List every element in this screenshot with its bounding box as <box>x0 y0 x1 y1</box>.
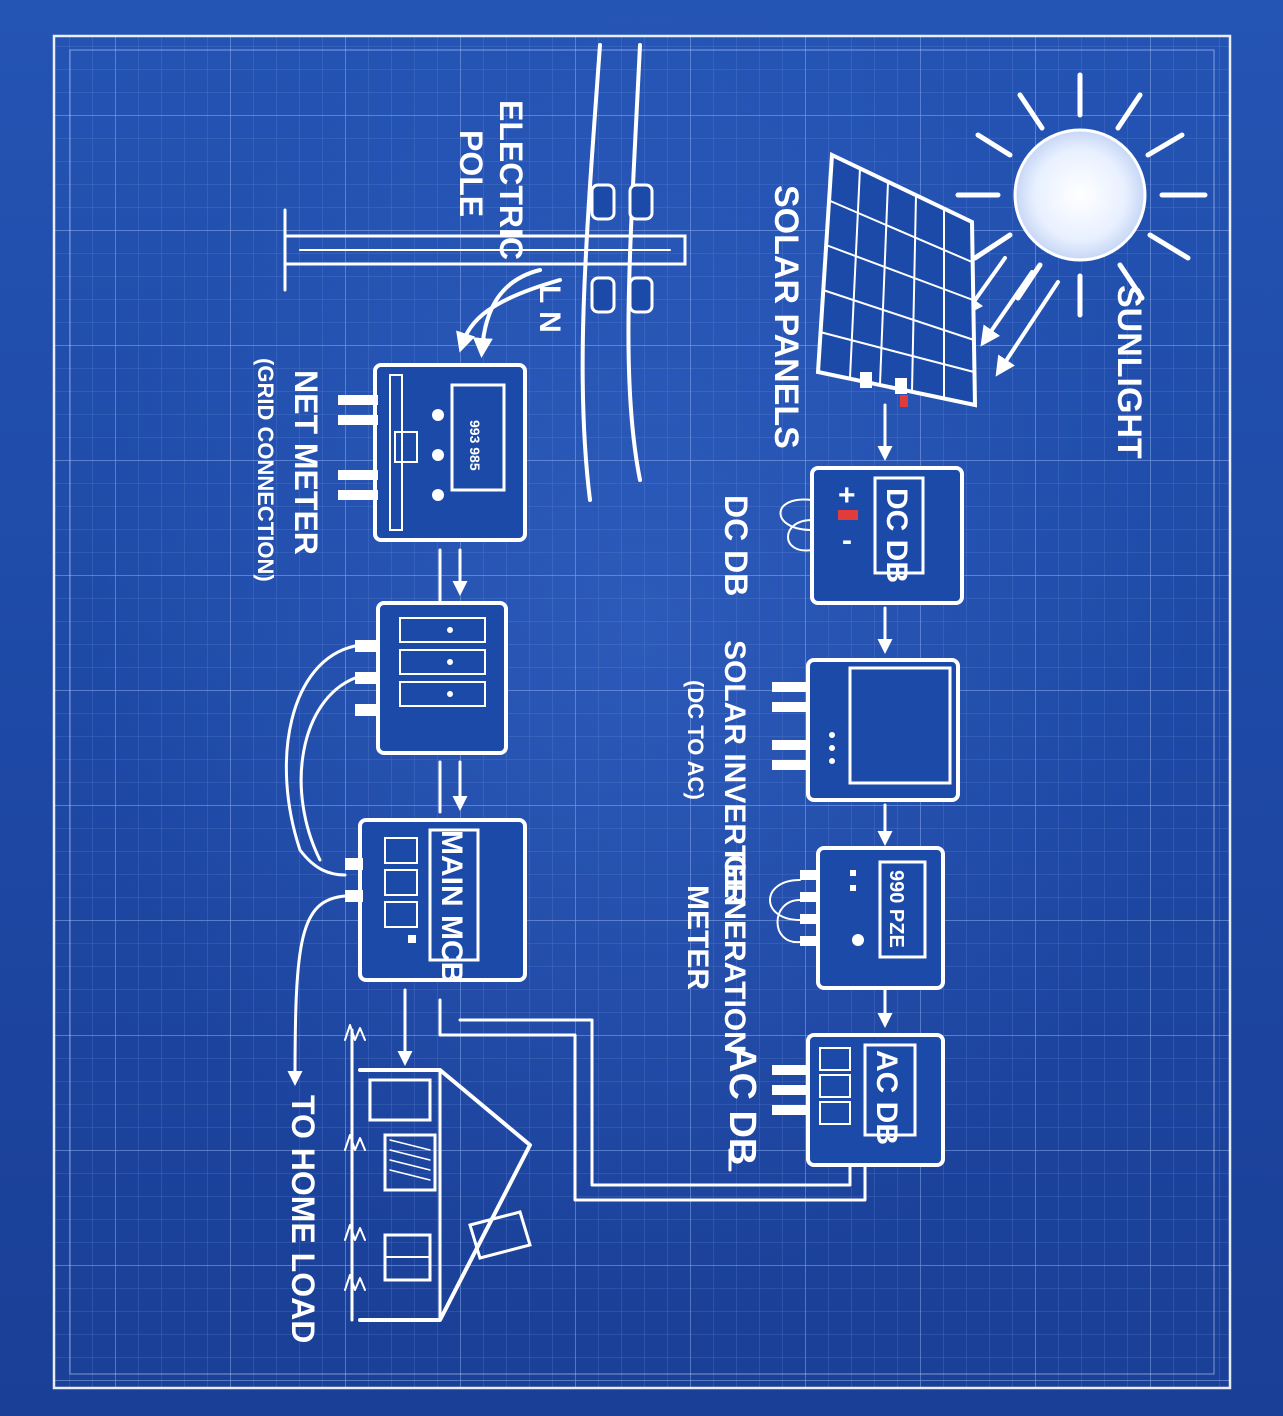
dc-minus: - <box>842 524 852 557</box>
generation-meter-label-1: GENERATION <box>718 855 751 1053</box>
main-mcb-label: MAIN MCB <box>435 830 468 983</box>
net-meter-icon: 993 985 <box>338 363 527 602</box>
house-icon <box>344 1024 532 1322</box>
sun-icon <box>955 72 1208 377</box>
generation-meter-icon: 990 PZE <box>769 846 945 1028</box>
ac-db-box-label: AC DB <box>870 1050 903 1145</box>
solar-inverter-label-2: (DC TO AC) <box>683 680 708 800</box>
breaker-panel-icon <box>284 601 508 877</box>
electric-pole-icon <box>283 43 687 502</box>
dc-plus: + <box>838 479 856 512</box>
solar-inverter-label-1: SOLAR INVERTER <box>718 640 751 905</box>
sunlight-label: SUNLIGHT <box>1110 285 1148 459</box>
generation-meter-label-2: METER <box>681 885 714 990</box>
ac-db-box-icon: AC DB <box>438 998 945 1202</box>
sheet-border <box>52 34 1232 1390</box>
net-meter-label-1: NET METER <box>288 370 324 555</box>
ln-label: L N <box>533 285 566 333</box>
electric-pole-label-1: ELECTRIC <box>493 100 529 260</box>
ac-db-side-label: AC DB <box>721 1045 763 1165</box>
grid <box>54 36 1230 1388</box>
main-mcb-icon: MAIN MCB <box>287 818 527 1086</box>
dc-db-side-label: DC DB <box>718 495 754 596</box>
solar-panel-icon <box>815 151 978 461</box>
net-meter-display: 993 985 <box>467 420 483 471</box>
dc-db-box-label: DC DB <box>880 488 913 583</box>
generation-meter-display: 990 PZE <box>885 870 907 948</box>
to-home-load-label: TO HOME LOAD <box>285 1095 321 1343</box>
inverter-icon <box>772 658 960 846</box>
solar-panels-label: SOLAR PANELS <box>767 185 805 449</box>
net-meter-label-2: (GRID CONNECTION) <box>253 358 278 582</box>
sheet-inner-border <box>69 49 1215 1375</box>
dc-db-box-icon: DC DB + - <box>779 466 964 654</box>
electric-pole-label-2: POLE <box>453 130 489 217</box>
